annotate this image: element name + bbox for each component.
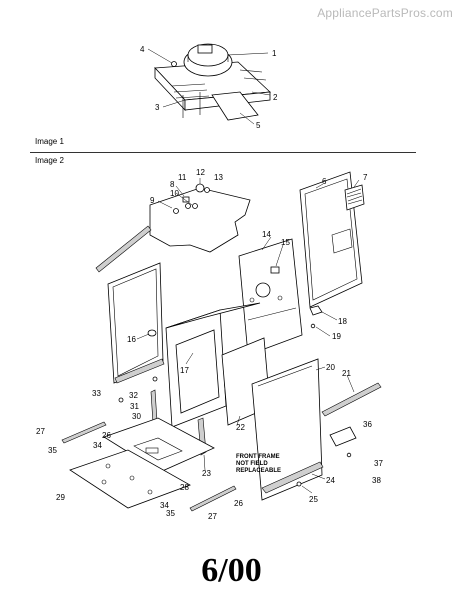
note-line-3: REPLACEABLE: [236, 468, 281, 474]
burner-parts: [182, 183, 210, 209]
rail-left: [61, 421, 107, 444]
callout-38: 38: [372, 476, 381, 485]
watermark: AppliancePartsPros.com: [317, 6, 453, 20]
side-trim: [321, 382, 382, 417]
front-frame-note: FRONT FRAME NOT FIELD REPLACEABLE: [236, 454, 281, 474]
callout-21: 21: [342, 369, 351, 378]
screw: [296, 481, 302, 487]
leg-bracket: [329, 426, 357, 458]
callout-3: 3: [155, 103, 160, 112]
outer-side-panel: [251, 358, 323, 501]
callout-34-bottom: 34: [160, 501, 169, 510]
callout-14: 14: [262, 230, 271, 239]
wire-clip: [309, 305, 323, 329]
callout-13: 13: [214, 173, 223, 182]
callout-25: 25: [309, 495, 318, 504]
callout-23: 23: [202, 469, 211, 478]
callout-20: 20: [326, 363, 335, 372]
note-line-2: NOT FIELD: [236, 461, 268, 467]
section-divider: [30, 152, 416, 153]
left-side-panel: [107, 262, 164, 384]
timer-assembly: [154, 43, 271, 121]
callout-12: 12: [196, 168, 205, 177]
callout-27-bottom: 27: [208, 512, 217, 521]
callout-11: 11: [178, 173, 187, 182]
base-plate: [69, 449, 191, 509]
callout-16: 16: [127, 335, 136, 344]
callout-26-bottom: 26: [234, 499, 243, 508]
callout-6: 6: [322, 177, 327, 186]
callout-35-bottom: 35: [166, 509, 175, 518]
callout-10: 10: [170, 189, 179, 198]
callout-27-left: 27: [36, 427, 45, 436]
callout-15: 15: [281, 238, 290, 247]
callout-30: 30: [132, 412, 141, 421]
callout-28: 28: [180, 483, 189, 492]
vent: [344, 184, 365, 211]
callout-2: 2: [273, 93, 278, 102]
bottom-trim: [261, 461, 324, 494]
callout-31: 31: [130, 402, 139, 411]
callout-8: 8: [170, 180, 175, 189]
leader-lines: [136, 48, 360, 494]
callout-29: 29: [56, 493, 65, 502]
callout-33: 33: [92, 389, 101, 398]
callout-5: 5: [256, 121, 261, 130]
callout-18: 18: [338, 317, 347, 326]
revision-date: 6/00: [201, 552, 262, 589]
callout-22: 22: [236, 423, 245, 432]
section-label-image-2: Image 2: [35, 156, 64, 165]
callout-24: 24: [326, 476, 335, 485]
callout-4: 4: [140, 45, 145, 54]
callout-36: 36: [363, 420, 372, 429]
callout-37: 37: [374, 459, 383, 468]
callout-35-left: 35: [48, 446, 57, 455]
callout-34-left: 34: [93, 441, 102, 450]
rail-bottom: [189, 485, 237, 512]
section-label-image-1: Image 1: [35, 137, 64, 146]
callouts: 1 2 3 4 5 6 7 8 9 10 11 12 13 14 15 16 1…: [36, 45, 383, 521]
oven-front-frame: [165, 302, 261, 428]
callout-1: 1: [272, 49, 277, 58]
callout-32: 32: [129, 391, 138, 400]
callout-19: 19: [332, 332, 341, 341]
inner-back-panel: [238, 238, 303, 356]
rear-trim: [95, 225, 152, 273]
callout-9: 9: [150, 196, 155, 205]
callout-17: 17: [180, 366, 189, 375]
callout-26-left: 26: [102, 431, 111, 440]
top-panel: [149, 187, 251, 253]
callout-7: 7: [363, 173, 368, 182]
note-line-1: FRONT FRAME: [236, 454, 280, 460]
